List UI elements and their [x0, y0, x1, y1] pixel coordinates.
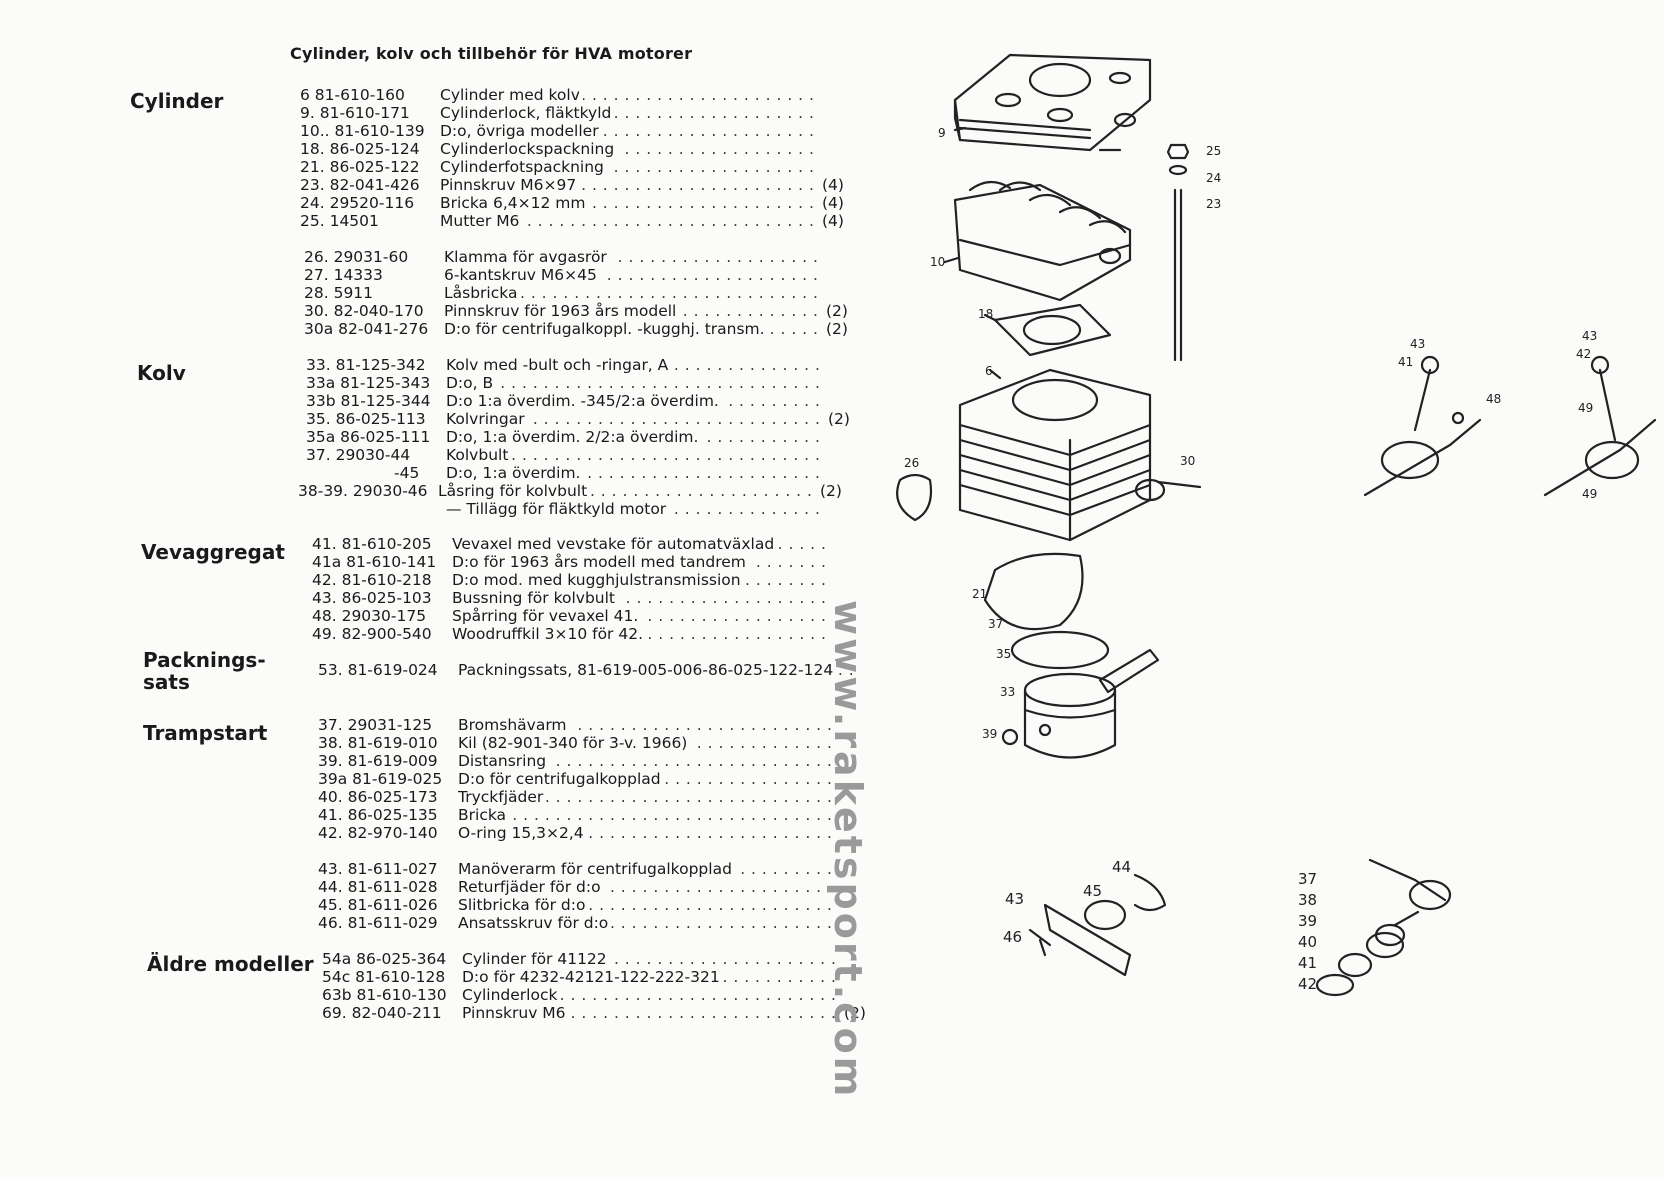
svg-text:30: 30: [1180, 454, 1195, 468]
svg-text:43: 43: [1005, 890, 1024, 908]
svg-text:42: 42: [1298, 975, 1317, 993]
head-gasket-drawing: [993, 303, 1112, 357]
svg-text:9: 9: [938, 126, 946, 140]
svg-text:39: 39: [1298, 912, 1317, 930]
svg-text:38: 38: [1298, 891, 1317, 909]
piston-drawing: [1023, 672, 1117, 759]
cylinder-barrel-drawing: [958, 368, 1166, 542]
section-heading-cylinder: Cylinder: [130, 89, 224, 113]
svg-text:49: 49: [1582, 487, 1597, 501]
svg-text:26: 26: [904, 456, 919, 470]
exhaust-clamp-drawing: [896, 473, 933, 522]
section-heading-packningssats: Packnings- sats: [143, 648, 266, 694]
svg-text:45: 45: [1083, 882, 1102, 900]
svg-text:39: 39: [982, 727, 997, 741]
svg-text:49: 49: [1578, 401, 1593, 415]
svg-text:48: 48: [1486, 392, 1501, 406]
stud-washer-nut-drawing: [1166, 143, 1190, 362]
svg-text:40: 40: [1298, 933, 1317, 951]
svg-text:41: 41: [1298, 954, 1317, 972]
piston-rings-and-pin-drawing: [1010, 630, 1160, 694]
svg-text:41: 41: [1398, 355, 1413, 369]
lever-group-drawing: [1028, 873, 1167, 977]
cylinder-head-drawing: [953, 53, 1152, 152]
stud-30-drawing: [1156, 480, 1202, 489]
section-heading-vevaggregat: Vevaggregat: [141, 540, 285, 564]
crankshaft-right-drawing: [1543, 355, 1657, 497]
diagram-callouts: 9 10 18 6 26 30 25 24 23 21 37 35 33 39 …: [904, 126, 1597, 741]
base-gasket-drawing: [983, 552, 1084, 631]
svg-text:33: 33: [1000, 685, 1015, 699]
svg-text:24: 24: [1206, 171, 1221, 185]
section-heading-kolv: Kolv: [137, 361, 186, 385]
diagram-callouts-large: 44 45 43 46 37 38 39 40 41 42: [1003, 858, 1317, 993]
svg-text:42: 42: [1576, 347, 1591, 361]
kickstart-group-drawing: [1315, 858, 1452, 997]
svg-text:25: 25: [1206, 144, 1221, 158]
section-heading-trampstart: Trampstart: [143, 721, 268, 745]
svg-text:23: 23: [1206, 197, 1221, 211]
svg-text:43: 43: [1582, 329, 1597, 343]
page-title: Cylinder, kolv och tillbehör för HVA mot…: [290, 44, 693, 63]
svg-text:18: 18: [978, 307, 993, 321]
svg-text:46: 46: [1003, 928, 1022, 946]
finned-cylinder-head-drawing: [953, 180, 1132, 302]
svg-text:43: 43: [1410, 337, 1425, 351]
circlip-drawing: [1001, 728, 1019, 746]
svg-text:37: 37: [988, 617, 1003, 631]
svg-text:21: 21: [972, 587, 987, 601]
svg-text:35: 35: [996, 647, 1011, 661]
svg-text:10: 10: [930, 255, 945, 269]
svg-text:37: 37: [1298, 870, 1317, 888]
crankshaft-left-drawing: [1363, 355, 1482, 497]
section-heading-aldre-modeller: Äldre modeller: [147, 952, 314, 976]
svg-text:6: 6: [985, 364, 993, 378]
svg-text:44: 44: [1112, 858, 1131, 876]
